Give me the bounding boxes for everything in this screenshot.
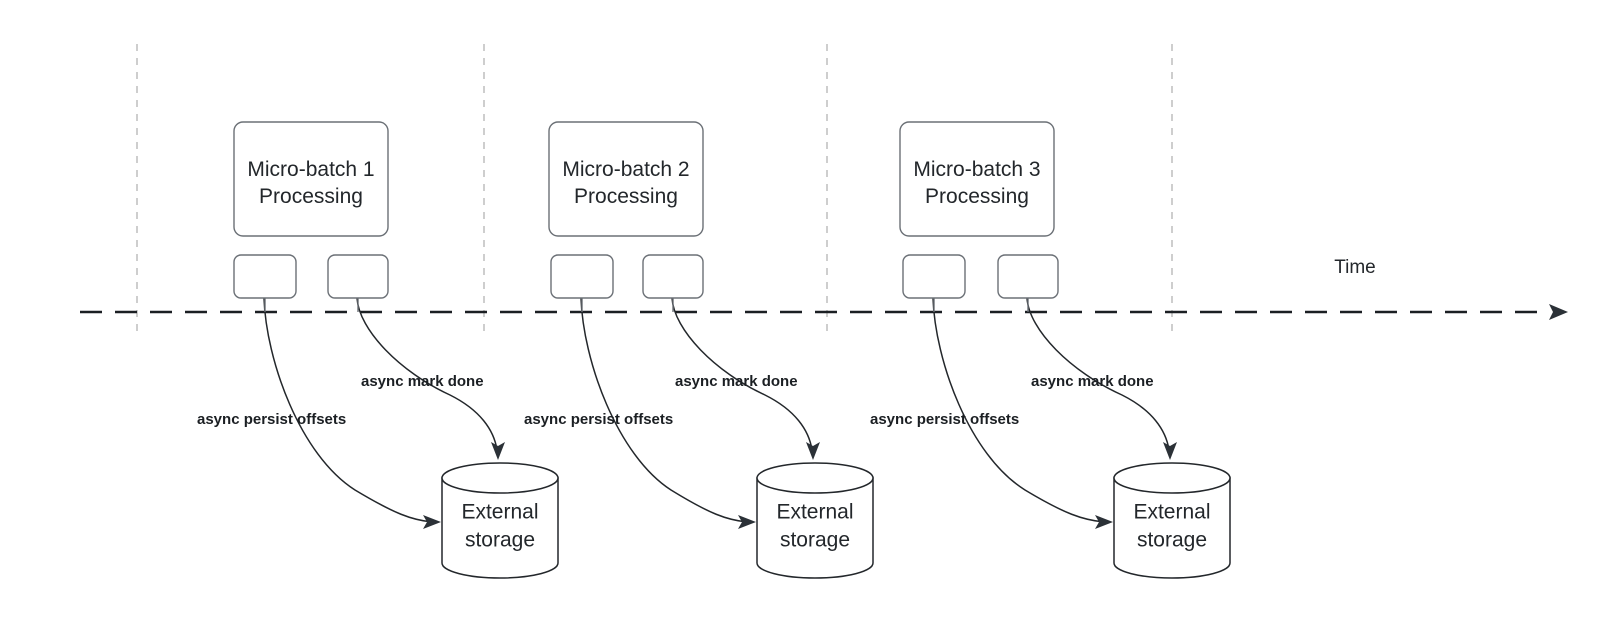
- external-storage-cylinder-body[interactable]: [756, 477, 874, 579]
- micro-batch-label-line1: Micro-batch 2: [562, 158, 689, 181]
- external-storage-label-line2: storage: [780, 529, 850, 552]
- external-storage-cylinder-body[interactable]: [1113, 477, 1231, 579]
- time-arrow-head: [1549, 304, 1568, 320]
- edge-mark-done-arrow-head: [491, 442, 505, 460]
- micro-batch-label-line2: Processing: [925, 185, 1029, 208]
- edge-mark-done-label: async mark done: [1031, 373, 1154, 390]
- external-storage-cylinder-top: [756, 462, 874, 494]
- micro-batch-label-line1: Micro-batch 3: [913, 158, 1040, 181]
- micro-batch-box[interactable]: [233, 121, 389, 237]
- external-storage-cylinder-body[interactable]: [441, 477, 559, 579]
- gridlines-layer: [136, 44, 1173, 332]
- task-box-persist[interactable]: [902, 254, 966, 299]
- micro-batch-label-line2: Processing: [574, 185, 678, 208]
- micro-batch-label-line2: Processing: [259, 185, 363, 208]
- edge-mark-done-label: async mark done: [675, 373, 798, 390]
- task-box-mark[interactable]: [642, 254, 704, 299]
- task-box-persist[interactable]: [550, 254, 614, 299]
- micro-batch-box[interactable]: [899, 121, 1055, 237]
- external-storage-label-line1: External: [461, 501, 538, 524]
- time-axis-label: Time: [1334, 257, 1376, 278]
- nodes-layer: [233, 121, 1231, 579]
- external-storage-label-line2: storage: [1137, 529, 1207, 552]
- edge-mark-done: [671, 297, 813, 451]
- edge-persist-offsets-arrow-head: [738, 515, 756, 529]
- edge-persist-offsets-label: async persist offsets: [524, 411, 673, 428]
- external-storage-cylinder-top: [441, 462, 559, 494]
- task-box-mark[interactable]: [997, 254, 1059, 299]
- external-storage-label-line2: storage: [465, 529, 535, 552]
- task-box-mark[interactable]: [327, 254, 389, 299]
- edge-mark-done: [1026, 297, 1170, 451]
- edge-persist-offsets-arrow-head: [1095, 515, 1113, 529]
- edge-persist-offsets: [580, 297, 748, 523]
- external-storage-label-line1: External: [776, 501, 853, 524]
- edge-mark-done-arrow-head: [1163, 442, 1177, 460]
- edge-mark-done-arrow-head: [806, 442, 820, 460]
- edge-mark-done-label: async mark done: [361, 373, 484, 390]
- edge-persist-offsets-arrow-head: [423, 515, 441, 529]
- edge-mark-done: [356, 297, 498, 451]
- external-storage-cylinder-top: [1113, 462, 1231, 494]
- external-storage-label-line1: External: [1133, 501, 1210, 524]
- edge-persist-offsets-label: async persist offsets: [197, 411, 346, 428]
- timeline-layer: [80, 304, 1568, 320]
- edges-layer: [263, 297, 1177, 529]
- task-box-persist[interactable]: [233, 254, 297, 299]
- micro-batch-label-line1: Micro-batch 1: [247, 158, 374, 181]
- micro-batch-box[interactable]: [548, 121, 704, 237]
- edge-persist-offsets: [932, 297, 1105, 523]
- edge-persist-offsets: [263, 297, 433, 523]
- edge-persist-offsets-label: async persist offsets: [870, 411, 1019, 428]
